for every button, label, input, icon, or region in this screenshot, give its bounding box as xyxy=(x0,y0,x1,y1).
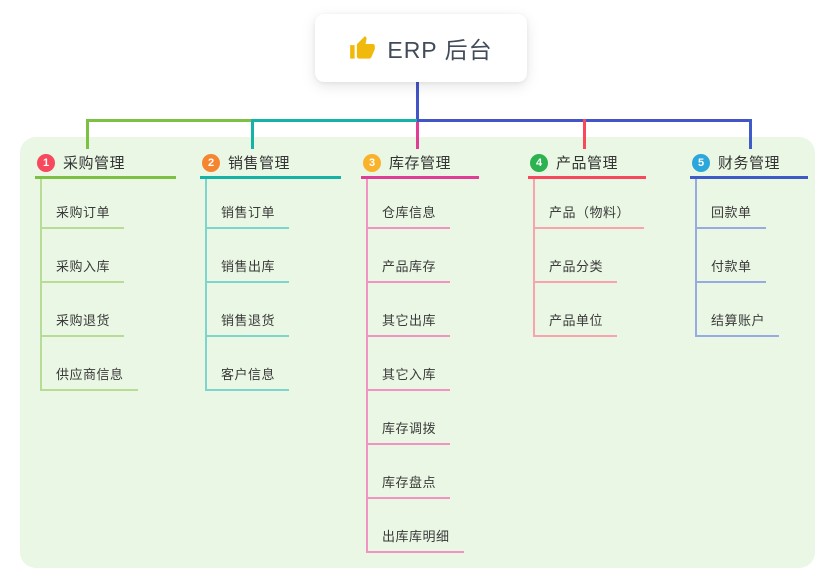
branch-label: 产品管理 xyxy=(556,155,619,172)
branch-number-badge: 3 xyxy=(363,153,381,172)
node-item[interactable]: 其它入库 xyxy=(366,366,451,391)
node-item[interactable]: 结算账户 xyxy=(695,312,780,337)
node-item[interactable]: 产品单位 xyxy=(533,312,618,337)
branch-number-badge: 5 xyxy=(692,153,710,172)
node-item[interactable]: 采购订单 xyxy=(40,204,125,229)
branch-header[interactable]: 5 财务管理 xyxy=(690,149,808,179)
node-item[interactable]: 采购入库 xyxy=(40,258,125,283)
branch-sales: 2 销售管理 销售订单 销售出库 销售退货 客户信息 xyxy=(200,149,341,391)
node-item[interactable]: 付款单 xyxy=(695,258,766,283)
node-item[interactable]: 销售订单 xyxy=(205,204,290,229)
node-item[interactable]: 库存调拨 xyxy=(366,420,451,445)
branch-stem-line xyxy=(366,179,368,553)
branch-header[interactable]: 4 产品管理 xyxy=(528,149,646,179)
connector-root-vertical xyxy=(416,80,419,122)
node-item[interactable]: 客户信息 xyxy=(205,366,290,391)
node-item[interactable]: 其它出库 xyxy=(366,312,451,337)
node-item[interactable]: 回款单 xyxy=(695,204,766,229)
branch-stem-line xyxy=(40,179,42,391)
connector-branch-2-drop xyxy=(251,119,254,149)
node-item[interactable]: 产品（物料） xyxy=(533,204,645,229)
connector-branch-4-drop xyxy=(583,119,586,149)
connector-horizontal-left xyxy=(86,119,253,122)
connector-branch-5-drop xyxy=(749,119,752,149)
branch-product: 4 产品管理 产品（物料） 产品分类 产品单位 xyxy=(528,149,646,337)
branch-label: 财务管理 xyxy=(718,155,781,172)
branch-label: 销售管理 xyxy=(228,155,291,172)
node-item[interactable]: 出库库明细 xyxy=(366,528,464,553)
node-item[interactable]: 销售出库 xyxy=(205,258,290,283)
branch-stem-line xyxy=(205,179,207,391)
branch-number-badge: 4 xyxy=(530,153,548,172)
branch-header[interactable]: 1 采购管理 xyxy=(35,149,176,179)
branch-finance: 5 财务管理 回款单 付款单 结算账户 xyxy=(690,149,808,337)
branch-label: 采购管理 xyxy=(63,155,126,172)
branch-inventory: 3 库存管理 仓库信息 产品库存 其它出库 其它入库 库存调拨 库存盘点 出库库… xyxy=(361,149,479,553)
branch-number-badge: 1 xyxy=(37,153,55,172)
node-item[interactable]: 库存盘点 xyxy=(366,474,451,499)
branch-label: 库存管理 xyxy=(389,155,452,172)
root-node[interactable]: ERP 后台 xyxy=(315,14,527,82)
branch-number-badge: 2 xyxy=(202,153,220,172)
node-item[interactable]: 供应商信息 xyxy=(40,366,138,391)
connector-branch-3-drop xyxy=(416,122,419,149)
node-item[interactable]: 销售退货 xyxy=(205,312,290,337)
branch-purchase: 1 采购管理 采购订单 采购入库 采购退货 供应商信息 xyxy=(35,149,176,391)
branch-stem-line xyxy=(533,179,535,337)
branch-header[interactable]: 2 销售管理 xyxy=(200,149,341,179)
connector-branch-1-drop xyxy=(86,119,89,149)
root-title: ERP 后台 xyxy=(387,37,493,63)
node-item[interactable]: 产品库存 xyxy=(366,258,451,283)
node-item[interactable]: 产品分类 xyxy=(533,258,618,283)
branch-stem-line xyxy=(695,179,697,337)
branch-header[interactable]: 3 库存管理 xyxy=(361,149,479,179)
connector-horizontal-middle xyxy=(253,119,417,122)
thumbs-up-icon xyxy=(350,35,376,59)
node-item[interactable]: 仓库信息 xyxy=(366,204,451,229)
branches-panel xyxy=(20,137,815,568)
node-item[interactable]: 采购退货 xyxy=(40,312,125,337)
